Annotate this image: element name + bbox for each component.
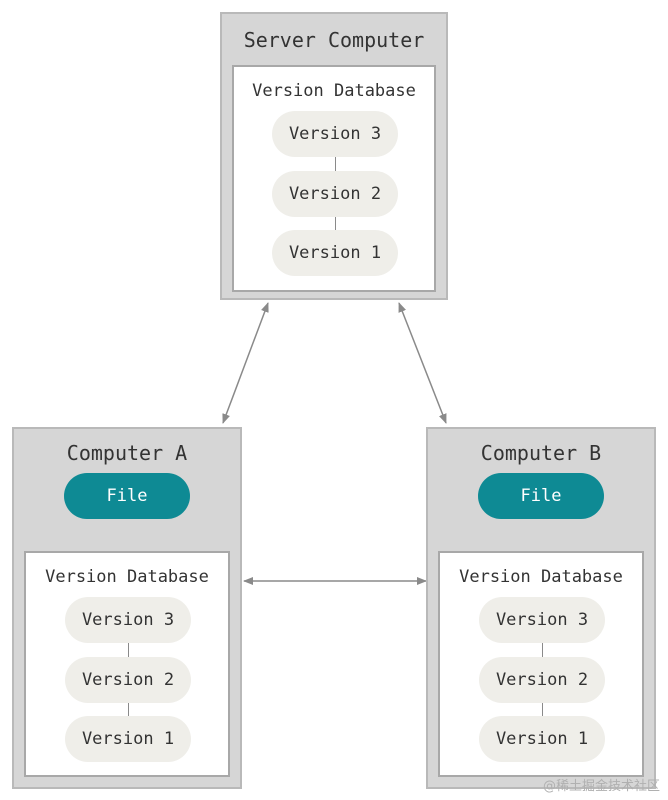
- version-2-pill: Version 2: [65, 657, 191, 703]
- arrow-server-computer-a: [222, 302, 269, 424]
- computer-b-title: Computer B: [480, 441, 602, 465]
- version-3-pill: Version 3: [272, 111, 398, 157]
- server-computer-title: Server Computer: [243, 28, 425, 52]
- version-3-pill: Version 3: [479, 597, 605, 643]
- computer-a-database-title: Version Database: [45, 567, 209, 587]
- version-3-pill: Version 3: [65, 597, 191, 643]
- server-computer: Server Computer Version Database Version…: [220, 12, 448, 300]
- computer-b-file-pill: File: [478, 473, 604, 519]
- version-2-pill: Version 2: [479, 657, 605, 703]
- version-1-pill: Version 1: [479, 716, 605, 762]
- computer-a-file-pill: File: [64, 473, 190, 519]
- server-database-title: Version Database: [252, 81, 416, 101]
- computer-b-version-database: Version Database Version 3 Version 2 Ver…: [438, 551, 644, 777]
- version-1-pill: Version 1: [272, 230, 398, 276]
- computer-a-version-database: Version Database Version 3 Version 2 Ver…: [24, 551, 230, 777]
- watermark: @稀土掘金技术社区: [542, 779, 660, 794]
- computer-a-title: Computer A: [66, 441, 188, 465]
- version-1-pill: Version 1: [65, 716, 191, 762]
- server-version-database: Version Database Version 3 Version 2 Ver…: [232, 65, 436, 292]
- version-2-pill: Version 2: [272, 171, 398, 217]
- computer-b: Computer B File Version Database Version…: [426, 427, 656, 789]
- arrow-server-computer-b: [398, 302, 447, 424]
- computer-b-database-title: Version Database: [459, 567, 623, 587]
- computer-a: Computer A File Version Database Version…: [12, 427, 242, 789]
